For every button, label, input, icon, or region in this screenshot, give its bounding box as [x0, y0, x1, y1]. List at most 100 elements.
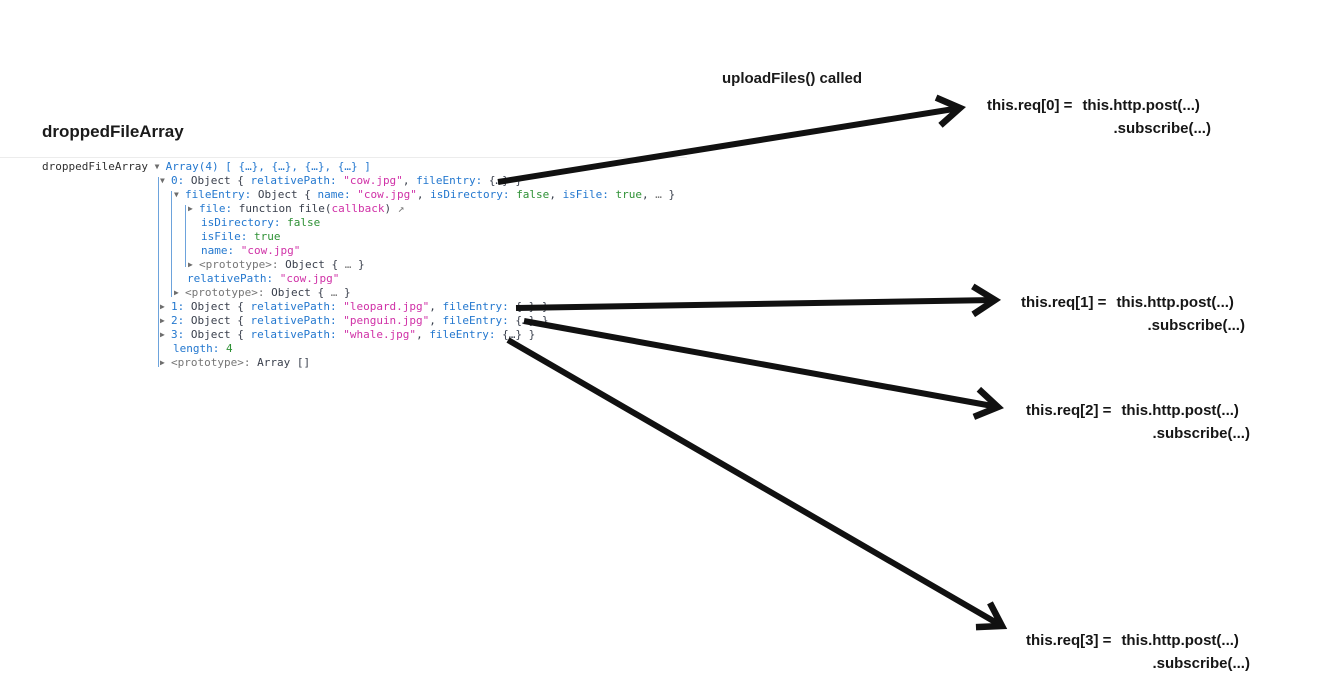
console-token: …	[655, 188, 662, 201]
console-tree-row: name: "cow.jpg"	[0, 244, 700, 258]
console-token: 4	[225, 342, 233, 355]
console-tree-row: isDirectory: false	[0, 216, 700, 230]
req-lhs-text: this.req[3] =	[1026, 632, 1112, 649]
disclosure-triangle-icon[interactable]: ▶	[174, 288, 179, 297]
req-assignment-label: this.req[1] =this.http.post(...).subscri…	[1021, 291, 1245, 337]
console-token: relativePath:	[250, 174, 337, 187]
console-token: "cow.jpg"	[240, 244, 301, 257]
console-token: <prototype>:	[171, 356, 258, 369]
arrow-item3-to-req3	[506, 337, 1008, 631]
console-token: isDirectory:	[430, 188, 510, 201]
console-token: Array []	[257, 356, 311, 369]
req-lhs-text: this.req[0] =	[987, 97, 1073, 114]
console-token: ,	[642, 188, 656, 201]
disclosure-triangle-icon[interactable]: ▶	[160, 330, 165, 339]
http-post-text: this.http.post(...)	[1121, 402, 1239, 419]
console-token: relativePath:	[187, 272, 274, 285]
console-token: fileEntry:	[442, 300, 509, 313]
console-token: "leopard.jpg"	[343, 300, 430, 313]
console-tree-row: ▶ <prototype>: Array []	[0, 356, 700, 370]
disclosure-triangle-icon[interactable]: ▶	[160, 358, 165, 367]
req-lhs-text: this.req[1] =	[1021, 294, 1107, 311]
disclosure-triangle-icon[interactable]: ▶	[188, 260, 193, 269]
subscribe-text: .subscribe(...)	[1147, 317, 1245, 334]
console-token: ,	[429, 314, 443, 327]
console-token: fileEntry:	[185, 188, 252, 201]
subscribe-text: .subscribe(...)	[1152, 425, 1250, 442]
console-token: 0:	[171, 174, 185, 187]
dropped-file-array-heading: droppedFileArray	[42, 122, 184, 141]
console-token: ,	[416, 328, 430, 341]
http-post-text: this.http.post(...)	[1082, 97, 1200, 114]
console-token: callback	[331, 202, 385, 215]
subscribe-text: .subscribe(...)	[1152, 655, 1250, 672]
console-token: ,	[416, 188, 431, 201]
console-token: isFile:	[562, 188, 609, 201]
req-assignment-label: this.req[0] = this.http.post(...) .subscri…	[987, 94, 1211, 140]
console-token	[609, 188, 616, 201]
console-token: Object {	[251, 188, 318, 201]
console-row-divider	[0, 157, 687, 158]
req-assignment-label: this.req[2] = this.http.post(...) .subscri…	[1026, 399, 1250, 445]
console-token: true	[253, 230, 281, 243]
disclosure-triangle-icon[interactable]: ▼	[160, 176, 165, 185]
console-token: "whale.jpg"	[343, 328, 417, 341]
disclosure-triangle-icon[interactable]: ▶	[160, 316, 165, 325]
console-token: "cow.jpg"	[357, 188, 417, 201]
console-token: false	[516, 188, 550, 201]
http-post-text: this.http.post(...)	[1121, 632, 1239, 649]
console-token: Object {	[184, 300, 251, 313]
console-tree-row: ▶file: function file(callback) ↗	[0, 202, 700, 216]
console-tree-row: ▶3: Object { relativePath: "whale.jpg", …	[0, 328, 700, 342]
console-token	[247, 230, 254, 243]
console-token: isFile:	[201, 230, 248, 243]
console-token: 3:	[171, 328, 185, 341]
disclosure-triangle-icon[interactable]: ▼	[154, 162, 160, 171]
console-tree-row: droppedFileArray ▼Array(4) [ {…}, {…}, {…	[0, 160, 700, 174]
console-token: {…} }	[482, 174, 523, 187]
console-token: name:	[317, 188, 351, 201]
console-token: false	[287, 216, 321, 229]
req-rhs-text: this.http.post(...) .subscribe(...)	[1121, 629, 1250, 675]
console-token: 1:	[171, 300, 185, 313]
console-tree-row: ▶<prototype>: Object { … }	[0, 286, 700, 300]
disclosure-triangle-icon[interactable]: ▶	[188, 204, 193, 213]
req-rhs-text: this.http.post(...) .subscribe(...)	[1121, 399, 1250, 445]
console-token: Object {	[285, 258, 345, 271]
console-token: Object {	[184, 174, 251, 187]
console-token: <prototype>:	[185, 286, 272, 299]
console-object-tree: droppedFileArray ▼Array(4) [ {…}, {…}, {…	[0, 160, 700, 370]
subscribe-text: .subscribe(...)	[1113, 120, 1211, 137]
req-assignment-label: this.req[3] = this.http.post(...) .subscri…	[1026, 629, 1250, 675]
console-token: Object {	[184, 314, 251, 327]
console-tree-row: relativePath: "cow.jpg"	[0, 272, 700, 286]
console-token: "cow.jpg"	[279, 272, 340, 285]
console-token: }	[351, 258, 365, 271]
console-token: "penguin.jpg"	[343, 314, 430, 327]
disclosure-triangle-icon[interactable]: ▼	[174, 190, 179, 199]
console-token: {…} }	[495, 328, 536, 341]
console-token: }	[661, 188, 676, 201]
console-token: length:	[173, 342, 220, 355]
disclosure-triangle-icon[interactable]: ▶	[160, 302, 165, 311]
console-token: relativePath:	[250, 314, 337, 327]
console-tree-row: ▶2: Object { relativePath: "penguin.jpg"…	[0, 314, 700, 328]
console-token: ,	[429, 300, 443, 313]
tree-indent-guide	[158, 177, 159, 367]
console-token: "cow.jpg"	[343, 174, 403, 187]
console-token: <prototype>:	[199, 258, 286, 271]
console-tree-row: ▼ 0: Object { relativePath: "cow.jpg", fi…	[0, 174, 700, 188]
console-token: ,	[402, 174, 417, 187]
console-tree-row: ▶1: Object { relativePath: "leopard.jpg"…	[0, 300, 700, 314]
console-token	[273, 272, 280, 285]
console-token: relativePath:	[250, 328, 337, 341]
console-token: Array(4) [ {…}, {…}, {…}, {…} ]	[165, 160, 371, 173]
console-token: fileEntry:	[416, 174, 483, 187]
console-token: name:	[201, 244, 235, 257]
console-token: ,	[549, 188, 563, 201]
tree-indent-guide	[185, 205, 186, 267]
upload-files-called-heading: uploadFiles() called	[722, 70, 863, 87]
console-tree-row: ▶<prototype>: Object { … }	[0, 258, 700, 272]
req-lhs-text: this.req[2] =	[1026, 402, 1112, 419]
